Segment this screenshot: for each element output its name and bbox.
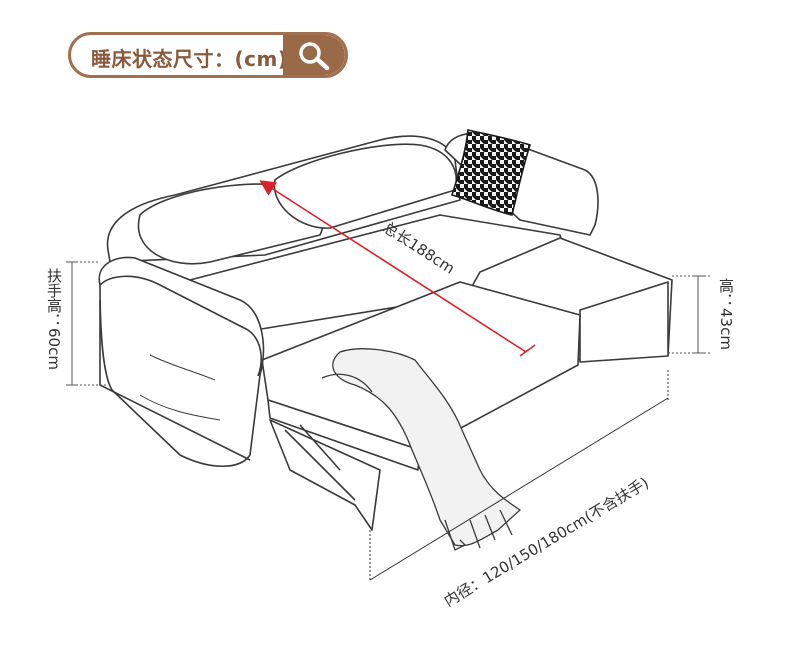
search-icon	[299, 42, 330, 71]
search-button[interactable]	[283, 35, 345, 75]
decor-pillow	[450, 129, 532, 216]
armrest-dim-lines	[66, 261, 108, 386]
throw-blanket	[321, 348, 522, 551]
page-title: 睡床状态尺寸：(cm)	[91, 47, 288, 71]
seat-height-dim-lines	[668, 275, 710, 354]
title-badge: 睡床状态尺寸：(cm)	[68, 32, 348, 78]
length-arrow	[259, 180, 527, 353]
bed-frame	[269, 419, 381, 531]
chaise-side	[579, 281, 669, 363]
back-cushion-right	[273, 143, 457, 229]
left-armrest	[98, 256, 265, 468]
sofa-drawing	[98, 132, 673, 531]
armrest-height-label: 扶手高：60cm	[45, 268, 63, 370]
bed-mattress-edge	[267, 399, 421, 471]
seat-height-label: 高：43cm	[717, 278, 735, 350]
inner-width-dim-lines	[369, 370, 669, 582]
